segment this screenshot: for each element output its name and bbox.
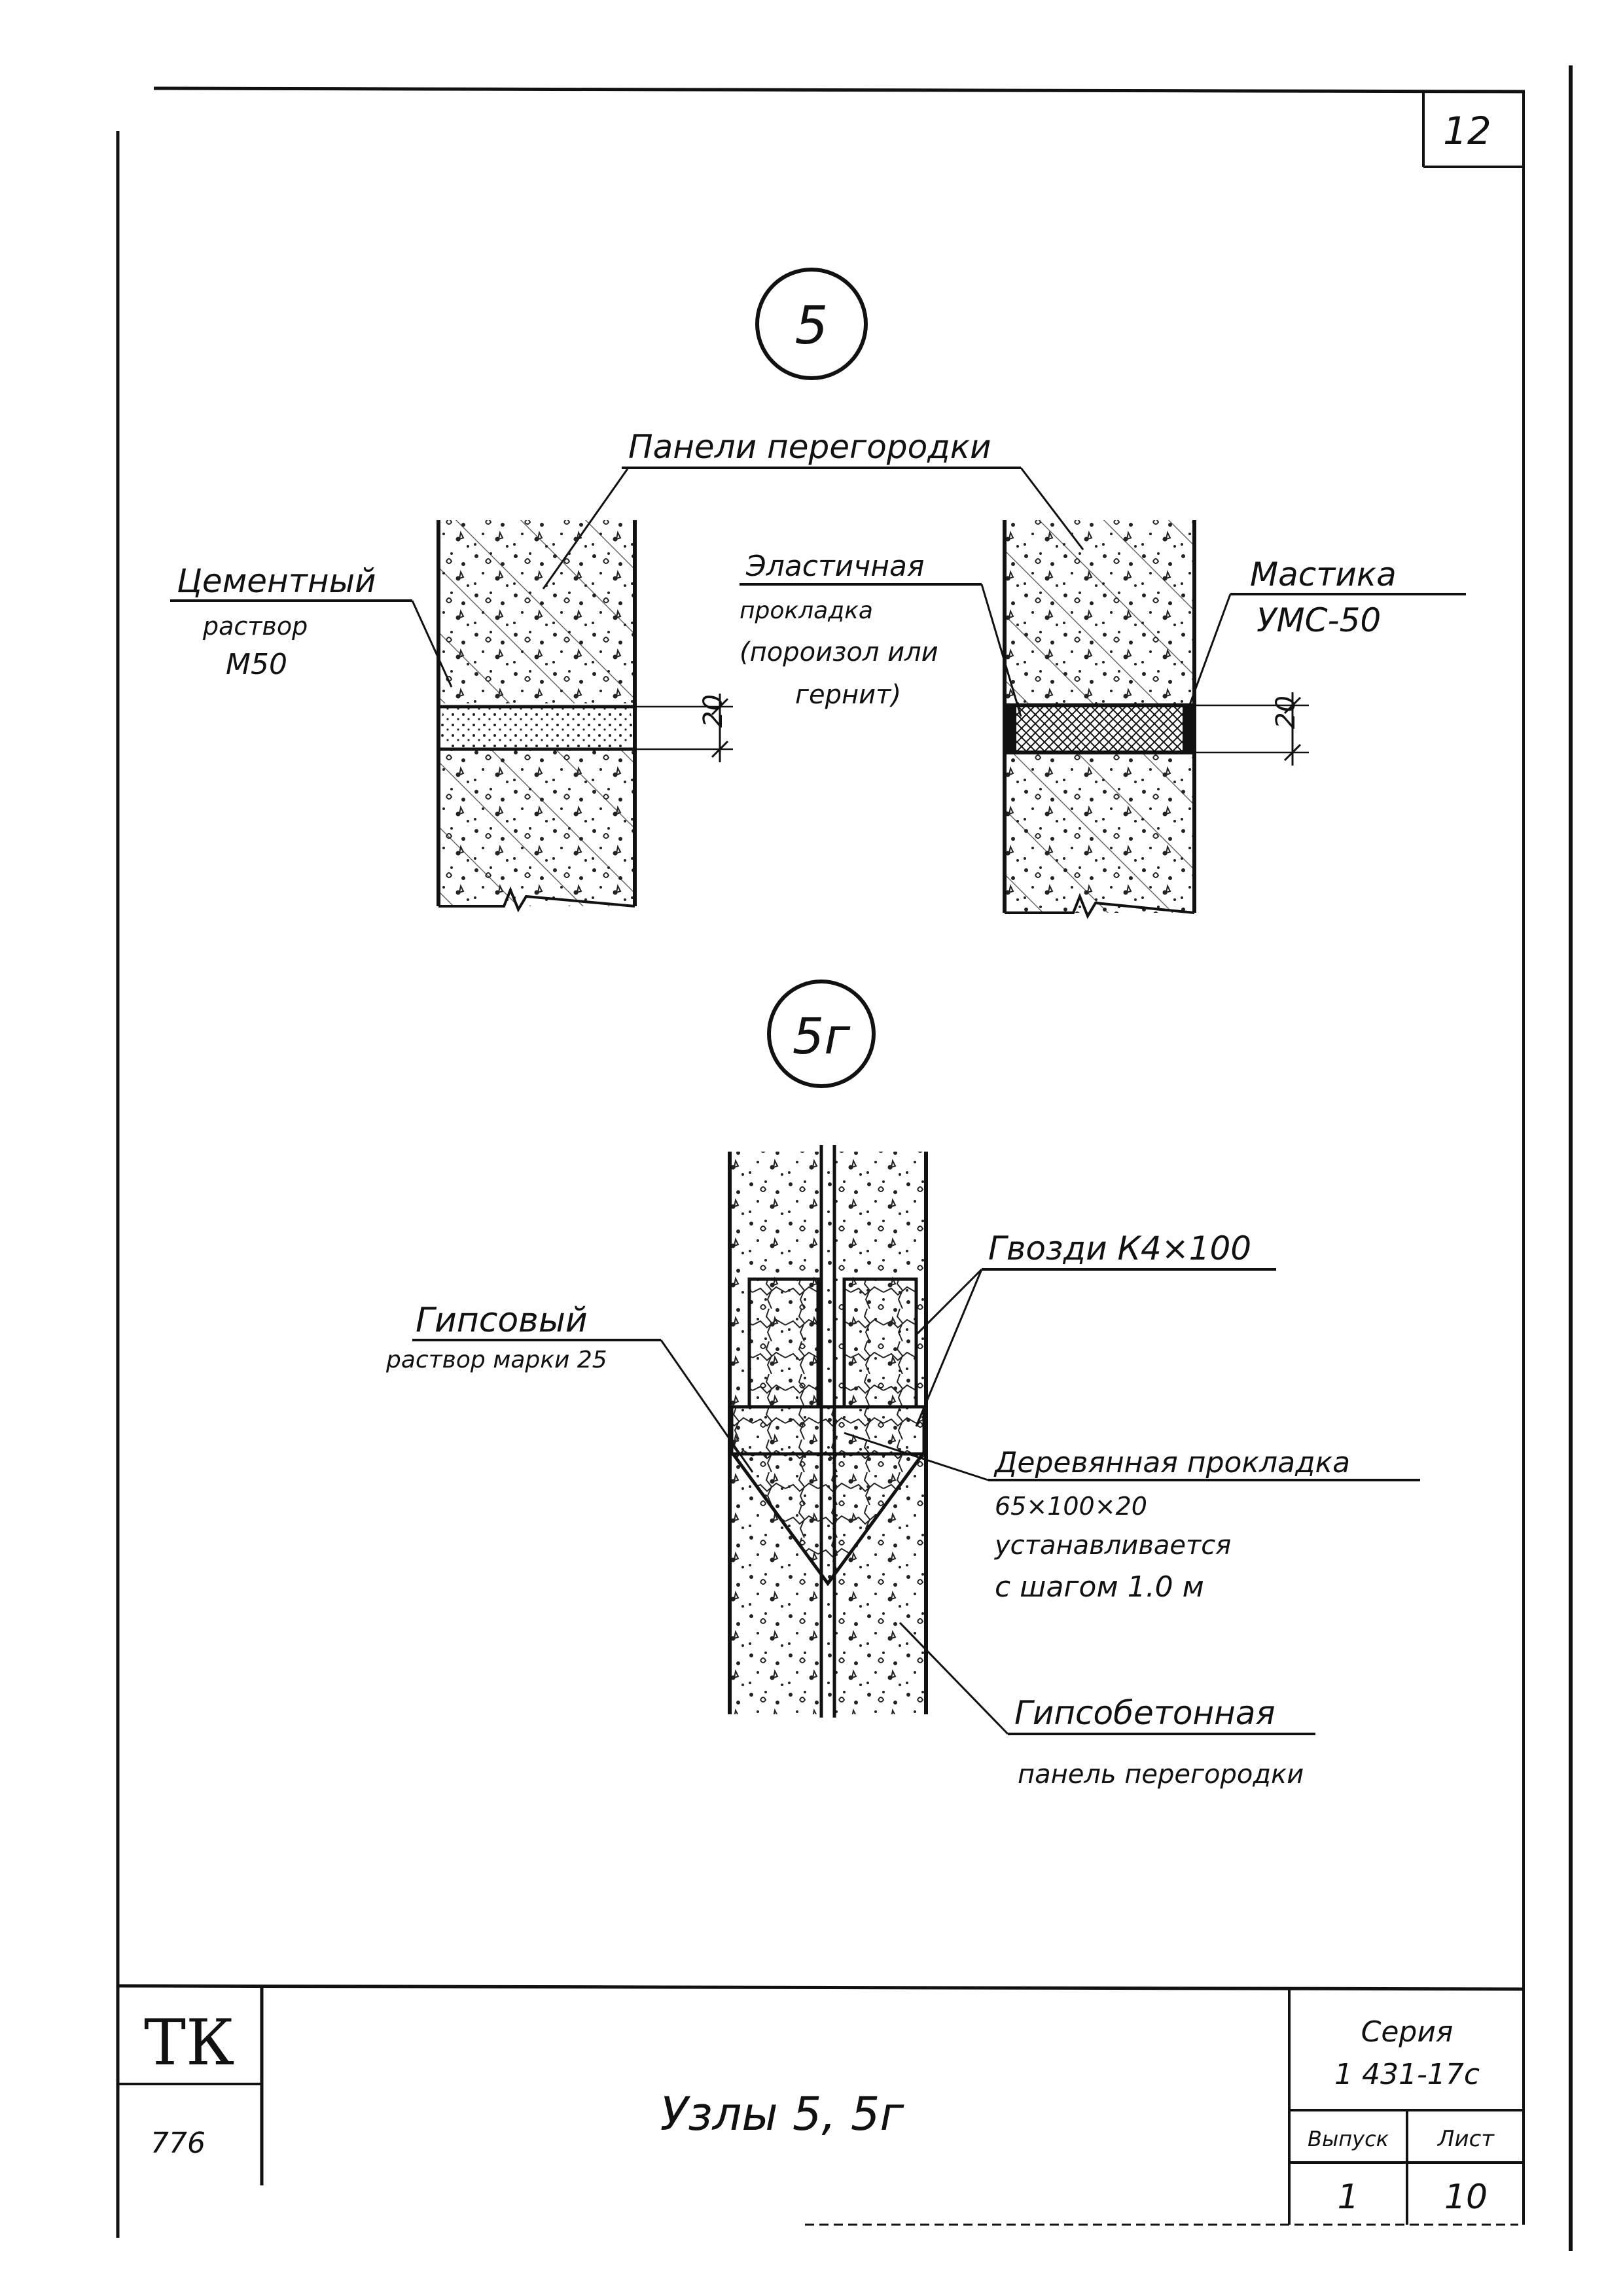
sheet-label: Лист xyxy=(1436,2126,1495,2152)
wood-label-3: устанавливается xyxy=(994,1530,1231,1561)
elastic-label-2: прокладка xyxy=(740,597,873,624)
panels-label: Панели перегородки xyxy=(628,428,991,466)
gypsum-label-2: раствор марки 25 xyxy=(385,1347,607,1373)
sheet-frame xyxy=(116,65,1573,2251)
wood-leader xyxy=(844,1432,1420,1481)
elastic-label-3: (пороизол или xyxy=(740,637,938,667)
gypsum-label-1: Гипсовый xyxy=(416,1301,588,1340)
dim-right: 20 xyxy=(1271,696,1301,729)
cement-label-1: Цементный xyxy=(177,562,376,600)
series-label: Серия xyxy=(1361,2015,1454,2049)
left-dimension xyxy=(635,694,733,762)
node5-marker-label: 5 xyxy=(795,295,829,356)
sheet-value: 10 xyxy=(1444,2178,1488,2217)
wood-label-4: с шагом 1.0 м xyxy=(995,1570,1204,1604)
panel-leader xyxy=(899,1621,1315,1735)
mastic-leader xyxy=(1186,593,1466,711)
mastic-label-2: УМС-50 xyxy=(1257,601,1381,639)
issue-value: 1 xyxy=(1337,2178,1359,2217)
node5g-section xyxy=(728,1145,928,1718)
elastic-leader xyxy=(740,583,1022,717)
node5-marker xyxy=(755,268,868,380)
side-number: 776 xyxy=(151,2127,205,2160)
sheet-title: Узлы 5, 5г xyxy=(660,2087,905,2141)
right-section xyxy=(1003,520,1196,919)
cement-label-2: раствор xyxy=(202,612,308,641)
issue-label: Выпуск xyxy=(1308,2127,1389,2151)
panel-label-2: панель перегородки xyxy=(1018,1759,1304,1790)
node5g-marker xyxy=(767,980,876,1088)
mastic-label-1: Мастика xyxy=(1250,556,1397,593)
title-block xyxy=(118,1986,1525,2225)
left-section xyxy=(437,520,637,913)
elastic-label-4: гернит) xyxy=(795,680,901,710)
series-value: 1 431-17с xyxy=(1334,2058,1480,2091)
page-number-box xyxy=(1422,92,1524,168)
nails-leader xyxy=(915,1268,1276,1427)
elastic-label-1: Эластичная xyxy=(745,550,924,583)
cement-leader xyxy=(170,599,453,688)
stamp-label: ТК xyxy=(144,2006,234,2079)
cement-label-3: М50 xyxy=(226,648,287,681)
wood-label-1: Деревянная прокладка xyxy=(993,1446,1350,1479)
dim-left: 20 xyxy=(698,694,728,728)
right-dimension xyxy=(1194,692,1309,766)
panel-label-1: Гипсобетонная xyxy=(1014,1694,1275,1732)
wood-label-2: 65×100×20 xyxy=(995,1492,1147,1521)
node5g-marker-label: 5г xyxy=(793,1007,851,1065)
nails-label: Гвозди К4×100 xyxy=(988,1229,1251,1267)
gypsum-leader xyxy=(412,1339,754,1473)
page-number: 12 xyxy=(1443,109,1491,153)
